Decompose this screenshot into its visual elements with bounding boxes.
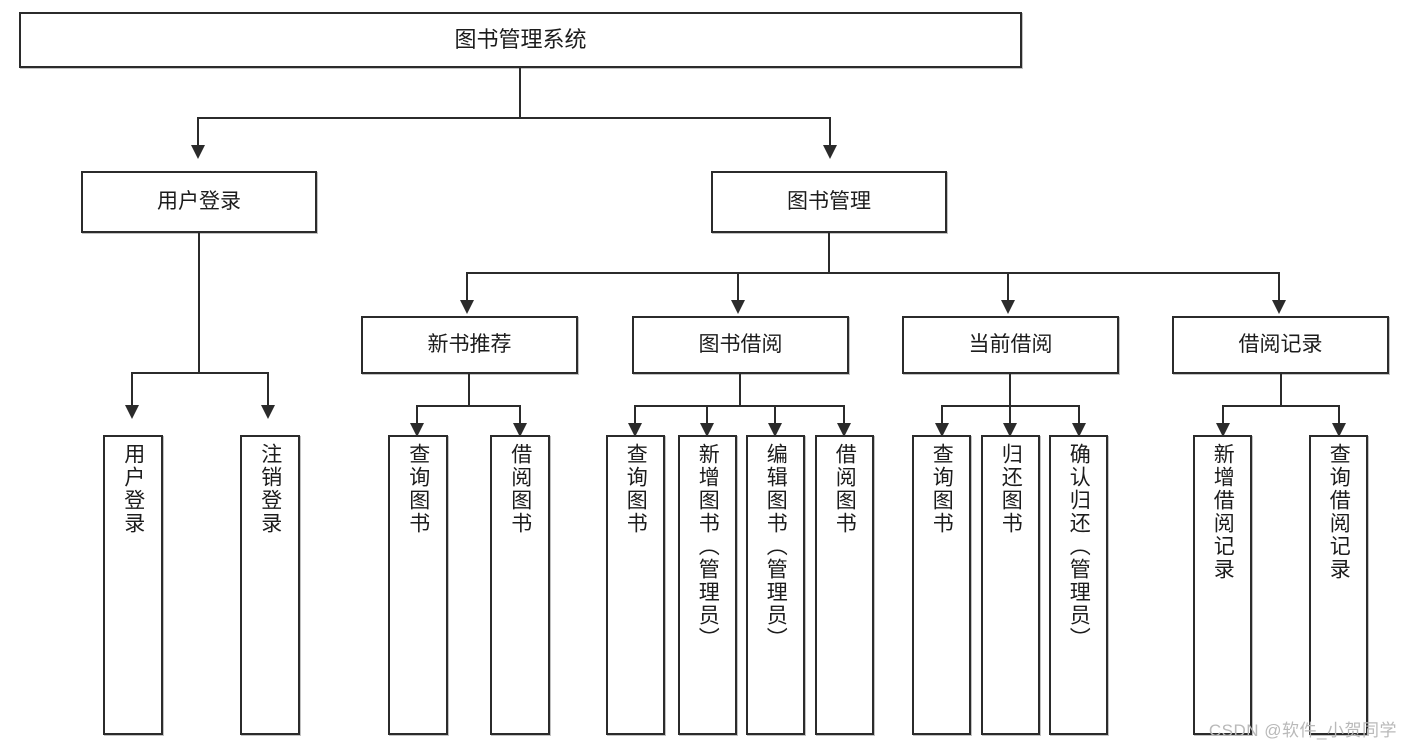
- node-label: 当前借阅: [968, 333, 1053, 357]
- connector-user-login-to-leaf-1: [131, 372, 133, 405]
- connector-root-trunk: [519, 68, 521, 118]
- connector-user-login-bus: [131, 372, 268, 374]
- node-label: 归还图书: [999, 443, 1023, 535]
- arrowhead-user-login: [191, 145, 205, 159]
- node-label: 确认归还（管理员）: [1067, 443, 1091, 650]
- arrowhead-cb-leaf-1: [935, 423, 949, 437]
- watermark-text: CSDN @软件_小贺同学: [1208, 721, 1397, 740]
- arrowhead-borrow-record: [1272, 300, 1286, 314]
- connector-br-trunk: [1280, 374, 1282, 406]
- connector-cb-to-leaf-3: [1078, 405, 1080, 427]
- connector-bb-bus: [634, 405, 845, 407]
- connector-br-to-leaf-1: [1222, 405, 1224, 427]
- node-label: 借阅图书: [508, 443, 532, 535]
- arrowhead-cb-leaf-3: [1072, 423, 1086, 437]
- arrowhead-book-management: [823, 145, 837, 159]
- node-label: 借阅图书: [833, 443, 857, 535]
- leaf-bb-query-book[interactable]: 查询图书: [606, 435, 665, 735]
- node-new-book-recommend[interactable]: 新书推荐: [361, 316, 578, 374]
- leaf-br-add-record[interactable]: 新增借阅记录: [1193, 435, 1252, 735]
- leaf-cb-return-book[interactable]: 归还图书: [981, 435, 1040, 735]
- connector-book-management-trunk: [828, 233, 830, 273]
- node-user-login[interactable]: 用户登录: [81, 171, 317, 233]
- node-label: 注销登录: [258, 443, 282, 535]
- connector-br-to-leaf-2: [1338, 405, 1340, 427]
- connector-bb-to-leaf-4: [843, 405, 845, 427]
- connector-nbr-bus: [416, 405, 521, 407]
- arrowhead-new-book-recommend: [460, 300, 474, 314]
- node-book-management[interactable]: 图书管理: [711, 171, 947, 233]
- arrowhead-cb-leaf-2: [1003, 423, 1017, 437]
- node-label: 图书管理系统: [454, 26, 587, 52]
- leaf-bb-borrow-book[interactable]: 借阅图书: [815, 435, 874, 735]
- connector-nbr-to-leaf-1: [416, 405, 418, 427]
- node-label: 借阅记录: [1238, 333, 1323, 357]
- leaf-bb-add-book-admin[interactable]: 新增图书（管理员）: [678, 435, 737, 735]
- arrowhead-book-borrow: [731, 300, 745, 314]
- arrowhead-bb-leaf-2: [700, 423, 714, 437]
- connector-cb-to-leaf-2: [1009, 405, 1011, 427]
- arrowhead-current-borrow: [1001, 300, 1015, 314]
- node-label: 编辑图书（管理员）: [764, 443, 788, 650]
- node-book-borrow[interactable]: 图书借阅: [632, 316, 849, 374]
- node-label: 用户登录: [121, 443, 145, 535]
- connector-root-to-user-login: [197, 117, 199, 145]
- leaf-bb-edit-book-admin[interactable]: 编辑图书（管理员）: [746, 435, 805, 735]
- node-label: 查询图书: [930, 443, 954, 535]
- connector-cb-trunk: [1009, 374, 1011, 406]
- leaf-logout[interactable]: 注销登录: [240, 435, 300, 735]
- arrowhead-bb-leaf-1: [628, 423, 642, 437]
- node-label: 新增图书（管理员）: [696, 443, 720, 650]
- arrowhead-br-leaf-2: [1332, 423, 1346, 437]
- connector-bb-to-leaf-1: [634, 405, 636, 427]
- leaf-cb-query-book[interactable]: 查询图书: [912, 435, 971, 735]
- node-label: 图书管理: [787, 190, 871, 214]
- connector-root-bus: [197, 117, 831, 119]
- node-current-borrow[interactable]: 当前借阅: [902, 316, 1119, 374]
- connector-bm-to-current-borrow: [1007, 272, 1009, 300]
- node-label: 新增借阅记录: [1211, 443, 1235, 581]
- connector-bb-to-leaf-2: [706, 405, 708, 427]
- node-label: 用户登录: [157, 190, 241, 214]
- connector-user-login-trunk: [198, 233, 200, 373]
- node-label: 图书借阅: [698, 333, 783, 357]
- arrowhead-leaf-user-login: [125, 405, 139, 419]
- arrowhead-leaf-logout: [261, 405, 275, 419]
- node-label: 新书推荐: [427, 333, 512, 357]
- connector-nbr-trunk: [468, 374, 470, 406]
- leaf-nbr-query-book[interactable]: 查询图书: [388, 435, 448, 735]
- connector-cb-to-leaf-1: [941, 405, 943, 427]
- node-label: 查询图书: [406, 443, 430, 535]
- leaf-cb-confirm-return-admin[interactable]: 确认归还（管理员）: [1049, 435, 1108, 735]
- connector-nbr-to-leaf-2: [519, 405, 521, 427]
- node-label: 查询图书: [624, 443, 648, 535]
- connector-bm-to-borrow-record: [1278, 272, 1280, 300]
- connector-br-bus: [1222, 405, 1340, 407]
- connector-book-management-bus: [466, 272, 1280, 274]
- arrowhead-nbr-leaf-2: [513, 423, 527, 437]
- connector-bb-trunk: [739, 374, 741, 406]
- node-borrow-record[interactable]: 借阅记录: [1172, 316, 1389, 374]
- connector-bb-to-leaf-3: [774, 405, 776, 427]
- arrowhead-bb-leaf-4: [837, 423, 851, 437]
- connector-root-to-book-management: [829, 117, 831, 145]
- connector-user-login-to-leaf-2: [267, 372, 269, 405]
- connector-bm-to-new-book: [466, 272, 468, 300]
- node-label: 查询借阅记录: [1327, 443, 1351, 581]
- leaf-br-query-record[interactable]: 查询借阅记录: [1309, 435, 1368, 735]
- arrowhead-nbr-leaf-1: [410, 423, 424, 437]
- arrowhead-br-leaf-1: [1216, 423, 1230, 437]
- connector-bm-to-book-borrow: [737, 272, 739, 300]
- leaf-user-login[interactable]: 用户登录: [103, 435, 163, 735]
- leaf-nbr-borrow-book[interactable]: 借阅图书: [490, 435, 550, 735]
- arrowhead-bb-leaf-3: [768, 423, 782, 437]
- node-root-book-management-system[interactable]: 图书管理系统: [19, 12, 1022, 68]
